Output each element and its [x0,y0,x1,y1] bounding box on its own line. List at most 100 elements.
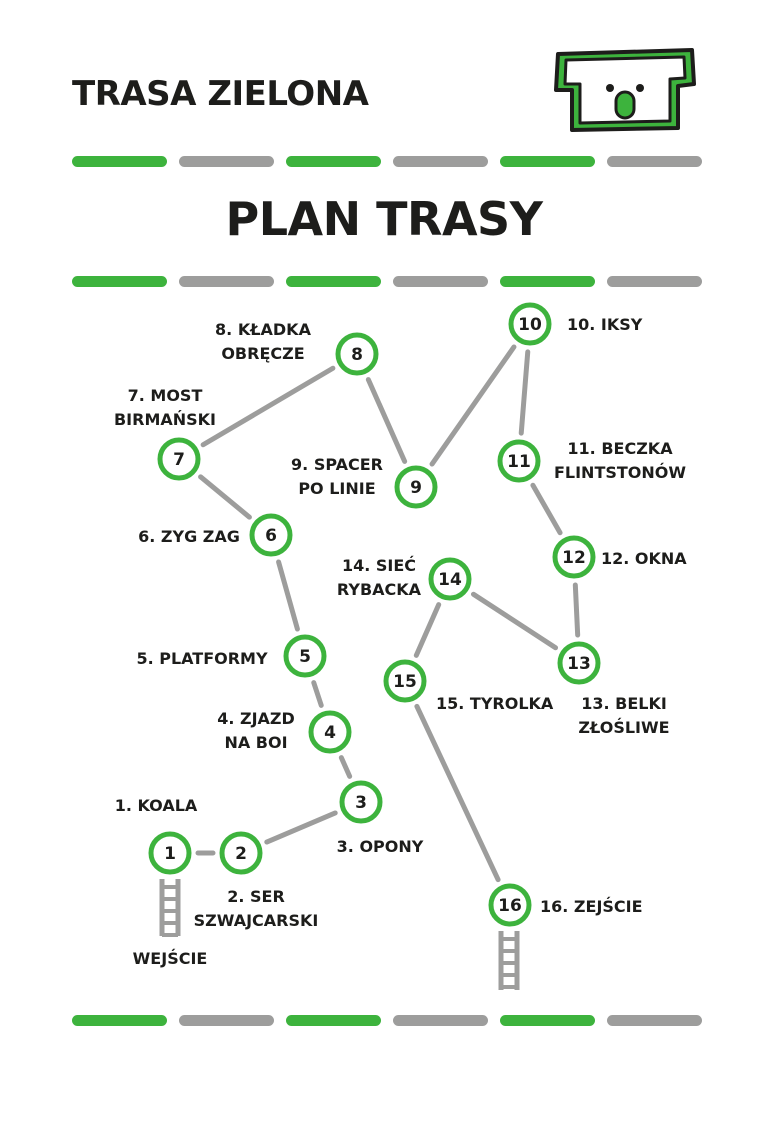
divider-dash [607,156,702,167]
station-circle [497,439,541,483]
station-number: 9 [410,478,422,498]
entrance-label: WEJŚCIE [133,949,208,968]
station-label-line: 16. ZEJŚCIE [540,897,643,916]
station-circle [335,332,379,376]
station-number: 16 [498,896,522,916]
station-label-line: 11. BECZKA [567,439,673,458]
connection-14-15 [413,602,442,658]
station-2: 2 [219,831,263,875]
divider-dash [286,156,381,167]
connection-11-12 [530,482,563,536]
station-label-1: 1. KOALA [115,796,198,815]
station-label-line: 8. KŁADKA [215,320,312,339]
station-number: 11 [507,452,531,472]
station-10: 10 [508,302,552,346]
station-label-line: 5. PLATFORMY [136,649,268,668]
divider-middle [72,276,702,288]
ladders [159,879,520,990]
station-label-line: 2. SER [227,887,285,906]
station-11: 11 [497,439,541,483]
station-circle [283,634,327,678]
connection-12-13 [572,582,581,638]
station-number: 15 [393,672,417,692]
station-circle [383,659,427,703]
divider-dash [72,156,167,167]
station-label-line: SZWAJCARSKI [194,911,319,930]
divider-dash [500,156,595,167]
station-number: 4 [324,723,336,743]
divider-dash [607,276,702,287]
connection-3-4 [338,755,353,779]
station-label-line: PO LINIE [298,479,375,498]
station-circle [552,535,596,579]
connection-7-8 [200,365,336,448]
station-number: 2 [235,844,247,864]
station-number: 10 [518,315,542,335]
exit-ladder-icon [498,931,520,990]
station-label-line: ZŁOŚLIWE [578,718,669,737]
station-label-line: 7. MOST [128,386,203,405]
station-label-line: 9. SPACER [291,455,383,474]
station-label-13: 13. BELKI ZŁOŚLIWE [578,694,669,737]
station-circle [157,437,201,481]
station-label-line: RYBACKA [337,580,422,599]
connection-8-9 [365,377,408,464]
connection-15-16 [414,703,501,883]
divider-dash [393,276,488,287]
station-label-line: 6. ZYG ZAG [138,527,240,546]
station-label-11: 11. BECZKA FLINTSTONÓW [554,439,686,482]
station-circle [148,831,192,875]
station-15: 15 [383,659,427,703]
station-7: 7 [157,437,201,481]
station-number: 13 [567,654,591,674]
connection-5-6 [276,559,300,632]
station-13: 13 [557,641,601,685]
station-1: 1 [148,831,192,875]
station-16: 16 [488,883,532,927]
station-12: 12 [552,535,596,579]
connection-2-3 [264,810,338,845]
station-5: 5 [283,634,327,678]
station-circle [394,465,438,509]
divider-dash [500,1015,595,1026]
station-label-2: 2. SER SZWAJCARSKI [194,887,319,930]
divider-dash [607,1015,702,1026]
station-label-line: 15. TYROLKA [436,694,554,713]
divider-dash [286,1015,381,1026]
station-label-line: 10. IKSY [567,315,643,334]
divider-dash [393,156,488,167]
station-label-10: 10. IKSY [567,315,643,334]
station-label-line: NA BOI [224,733,287,752]
station-label-14: 14. SIEĆ RYBACKA [337,556,422,599]
station-3: 3 [339,780,383,824]
station-number: 6 [265,526,277,546]
station-label-12: 12. OKNA [601,549,687,568]
connection-9-10 [429,344,517,467]
station-8: 8 [335,332,379,376]
station-label-line: 13. BELKI [581,694,667,713]
station-label-16: 16. ZEJŚCIE [540,897,643,916]
station-circle [219,831,263,875]
divider-dash [393,1015,488,1026]
station-label-15: 15. TYROLKA [436,694,554,713]
station-circle [508,302,552,346]
station-label-line: 12. OKNA [601,549,687,568]
station-label-line: BIRMAŃSKI [114,410,216,429]
station-label-line: 14. SIEĆ [342,556,416,575]
divider-dash [72,1015,167,1026]
divider-dash [179,276,274,287]
station-circle [488,883,532,927]
station-label-line: FLINTSTONÓW [554,463,686,482]
divider-bottom [72,1015,702,1027]
station-label-line: 4. ZJAZD [217,709,295,728]
route-connections [195,344,581,883]
connection-10-11 [518,349,531,436]
station-9: 9 [394,465,438,509]
station-label-3: 3. OPONY [337,837,424,856]
divider-dash [500,276,595,287]
station-14: 14 [428,557,472,601]
station-4: 4 [308,710,352,754]
